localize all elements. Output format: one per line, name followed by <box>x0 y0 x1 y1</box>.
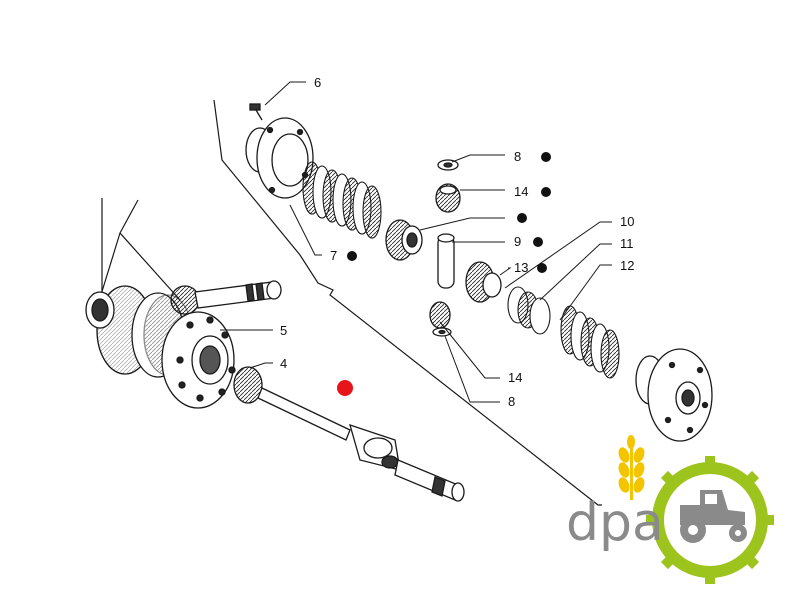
callout-12: 12 <box>620 258 634 273</box>
callout-9: 9 <box>514 234 521 249</box>
axle-shaft <box>233 366 465 502</box>
bullet-9 <box>533 237 543 247</box>
callout-bullets <box>347 152 551 273</box>
callout-5: 5 <box>280 323 287 338</box>
callout-10: 10 <box>620 214 634 229</box>
clutch-disc-pack-upper <box>302 161 382 239</box>
bullet-7 <box>347 251 357 261</box>
callout-11: 11 <box>620 236 634 251</box>
pinion-gear-13 <box>465 261 502 303</box>
bullet-13 <box>537 263 547 273</box>
dpa-logo: dpa <box>566 435 774 584</box>
callout-13: 13 <box>514 260 528 275</box>
callout-6: 6 <box>314 75 321 90</box>
callout-labels: 6 8 14 9 7 10 11 13 12 5 4 14 8 <box>280 75 634 409</box>
callout-8a: 8 <box>514 149 521 164</box>
pinion-shaft <box>170 280 282 315</box>
callout-14a: 14 <box>514 184 528 199</box>
wheat-icon <box>618 435 645 500</box>
callout-14b: 14 <box>508 370 522 385</box>
bullet-9b <box>517 213 527 223</box>
callout-leaders <box>220 81 612 403</box>
clutch-disc-pack-lower <box>507 286 620 379</box>
callout-7: 7 <box>330 248 337 263</box>
ring-gear-assembly <box>85 285 236 409</box>
pinion-parts <box>435 159 461 289</box>
differential-housing <box>245 103 314 199</box>
callout-4: 4 <box>280 356 287 371</box>
bullet-8a <box>541 152 551 162</box>
side-gear-upper <box>385 219 423 261</box>
tractor-gear-icon <box>646 456 774 584</box>
guide-lines <box>99 99 602 506</box>
callout-8b: 8 <box>508 394 515 409</box>
end-cover-right <box>635 348 713 442</box>
pinion-parts-lower <box>429 301 452 337</box>
logo-text: dpa <box>566 493 664 553</box>
highlight-marker[interactable] <box>337 380 353 396</box>
bullet-14a <box>541 187 551 197</box>
